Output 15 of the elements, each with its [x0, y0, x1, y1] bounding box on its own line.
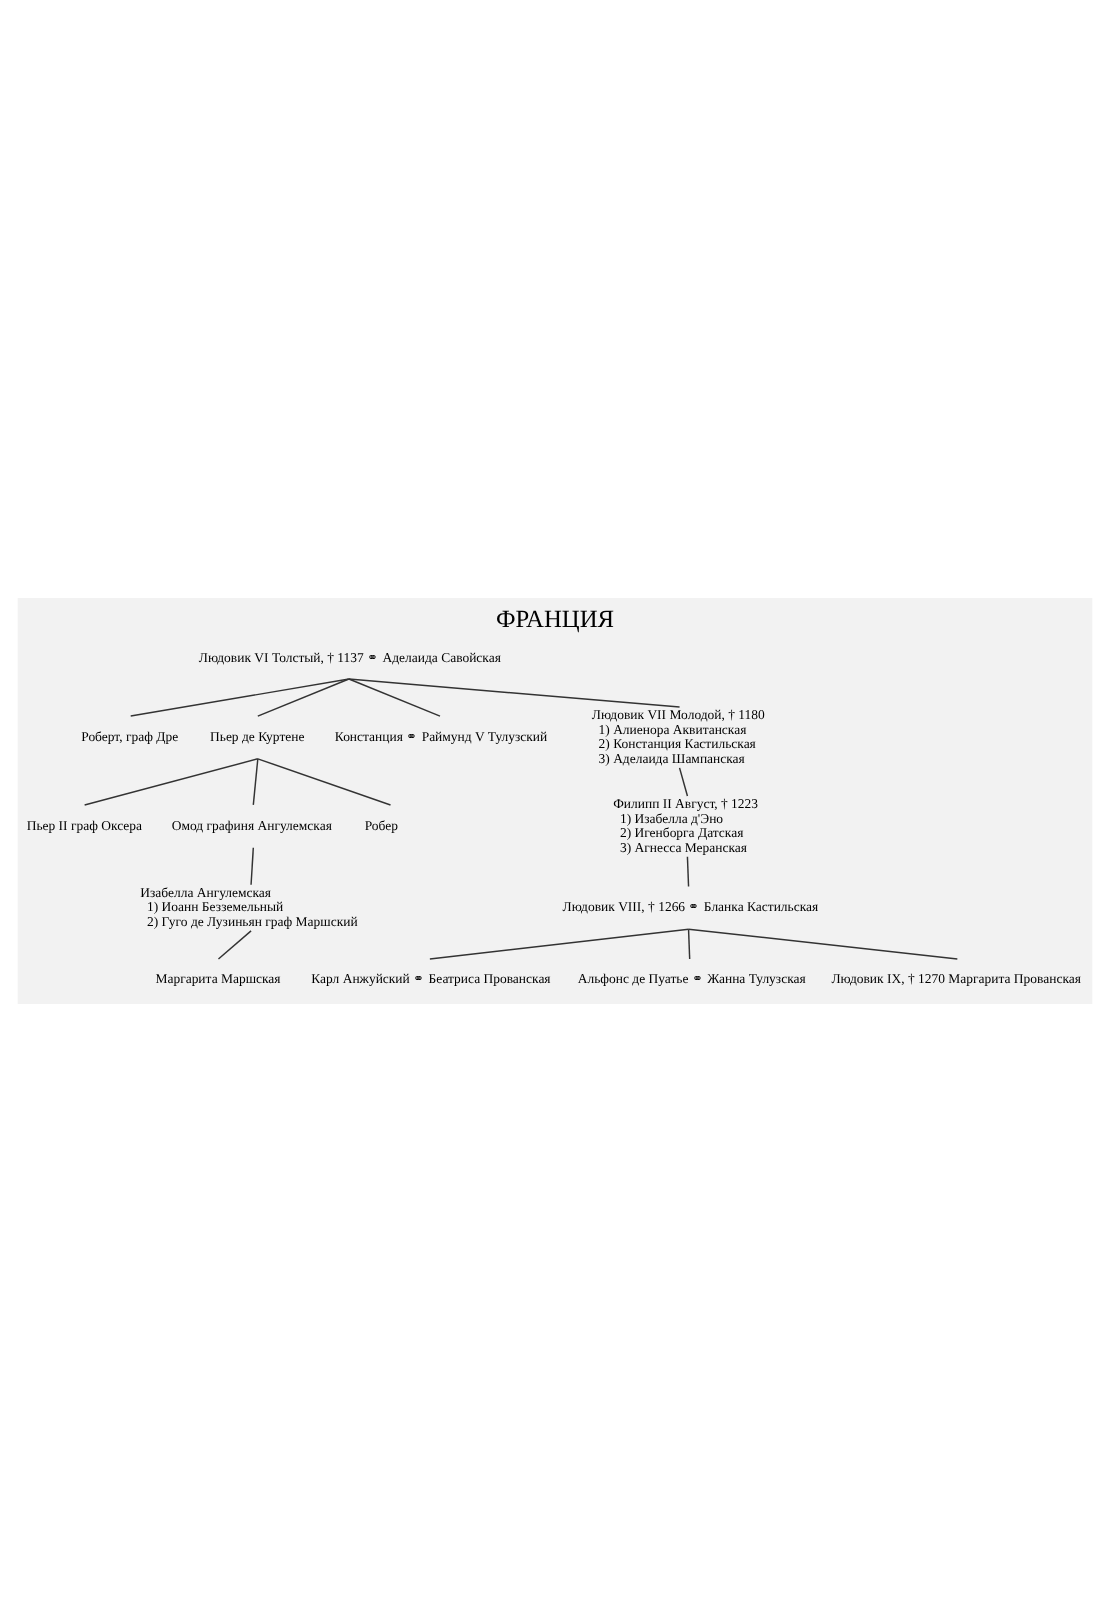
connector — [130, 677, 350, 716]
diagram-title: ФРАНЦИЯ — [495, 603, 615, 632]
connector — [250, 845, 255, 885]
connector — [687, 927, 691, 959]
connector — [678, 766, 689, 796]
connector — [257, 677, 350, 716]
connector — [687, 927, 959, 959]
connector — [686, 854, 690, 887]
connector — [252, 757, 259, 805]
connector — [429, 927, 690, 959]
connector — [348, 677, 441, 716]
connector — [217, 929, 252, 959]
connector — [348, 677, 681, 707]
connector — [83, 757, 259, 805]
connector — [257, 757, 392, 805]
